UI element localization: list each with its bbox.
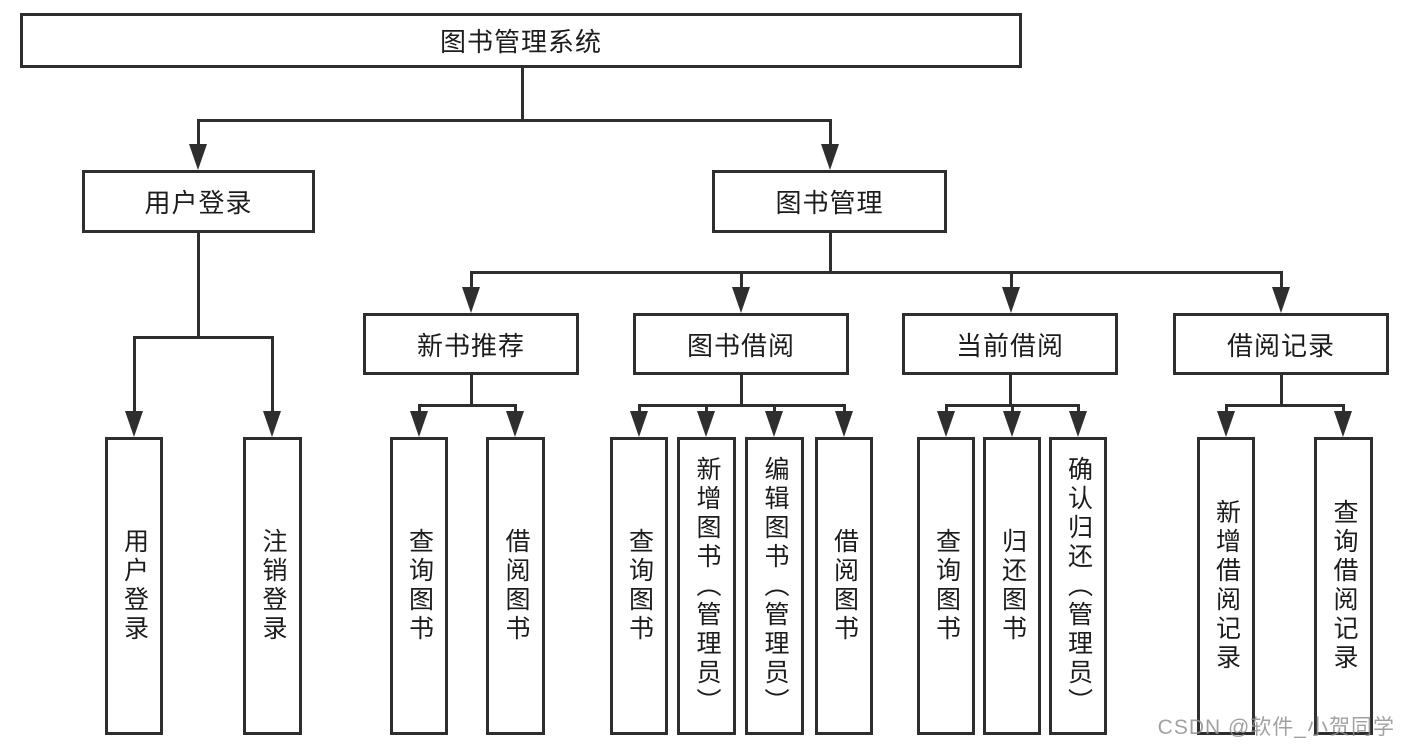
arrowhead-down-icon (462, 287, 480, 313)
leaf-return-book: 归还图书 (983, 437, 1041, 735)
leaf-label: 用户登录 (120, 528, 149, 644)
connector-trunk-line (1280, 375, 1283, 407)
connector-bus-line (418, 404, 517, 407)
leaf-add-borrow-record: 新增借阅记录 (1197, 437, 1255, 735)
node-label: 图书管理 (775, 188, 884, 218)
leaf-query-book: 查询图书 (390, 437, 448, 735)
leaf-add-book-admin: 新增图书（管理员） (677, 437, 736, 735)
connector-stem-line (197, 120, 200, 150)
connector-stem-line (1280, 272, 1283, 293)
node-new-book-recommend: 新书推荐 (363, 313, 579, 375)
leaf-confirm-return-admin: 确认归还（管理员） (1049, 437, 1107, 735)
arrowhead-down-icon (630, 411, 648, 437)
node-root-system: 图书管理系统 (20, 13, 1022, 68)
node-book-manage: 图书管理 (712, 170, 947, 233)
leaf-label: 新增借阅记录 (1212, 499, 1241, 673)
arrowhead-down-icon (765, 411, 783, 437)
node-label: 新书推荐 (416, 330, 525, 361)
connector-bus-line (133, 336, 274, 339)
arrowhead-down-icon (1334, 411, 1352, 437)
connector-trunk-line (829, 233, 832, 274)
leaf-logout: 注销登录 (243, 437, 302, 735)
leaf-query-book: 查询图书 (917, 437, 975, 735)
leaf-label: 编辑图书（管理员） (761, 455, 789, 717)
node-label: 用户登录 (144, 188, 253, 218)
leaf-query-borrow-record: 查询借阅记录 (1314, 437, 1373, 735)
connector-bus-line (197, 119, 832, 122)
leaf-label: 借阅图书 (502, 528, 530, 644)
leaf-label: 查询借阅记录 (1330, 499, 1358, 673)
leaf-label: 确认归还（管理员） (1064, 455, 1093, 717)
leaf-label: 查询图书 (932, 528, 961, 644)
node-user-login: 用户登录 (82, 170, 315, 233)
connector-stem-line (829, 120, 832, 150)
arrowhead-down-icon (125, 411, 143, 437)
connector-stem-line (740, 272, 743, 293)
connector-stem-line (133, 337, 136, 417)
node-book-borrow: 图书借阅 (633, 313, 849, 375)
watermark: CSDN @软件_小贺同学 (1157, 716, 1395, 739)
arrowhead-down-icon (1217, 411, 1235, 437)
leaf-edit-book-admin: 编辑图书（管理员） (745, 437, 804, 735)
leaf-query-book: 查询图书 (610, 437, 668, 735)
connector-trunk-line (470, 375, 473, 407)
arrowhead-down-icon (937, 411, 955, 437)
leaf-label: 新增图书（管理员） (693, 455, 721, 717)
leaf-user-login: 用户登录 (105, 437, 163, 735)
arrowhead-down-icon (697, 411, 715, 437)
leaf-borrow-book: 借阅图书 (815, 437, 873, 735)
node-label: 当前借阅 (955, 330, 1064, 361)
node-borrow-record: 借阅记录 (1173, 313, 1389, 375)
connector-trunk-line (1009, 375, 1012, 407)
arrowhead-down-icon (263, 411, 281, 437)
node-label: 借阅记录 (1226, 330, 1335, 361)
connector-trunk-line (521, 68, 524, 122)
connector-stem-line (271, 337, 274, 417)
node-label: 图书管理系统 (439, 27, 602, 57)
leaf-label: 查询图书 (405, 528, 434, 644)
node-current-borrow: 当前借阅 (902, 313, 1118, 375)
arrowhead-down-icon (732, 287, 750, 313)
leaf-label: 借阅图书 (830, 528, 859, 644)
leaf-label: 查询图书 (625, 528, 654, 644)
arrowhead-down-icon (1272, 287, 1290, 313)
arrowhead-down-icon (189, 144, 207, 170)
arrowhead-down-icon (821, 144, 839, 170)
connector-bus-line (638, 404, 846, 407)
node-label: 图书借阅 (686, 330, 795, 361)
connector-bus-line (470, 271, 1283, 274)
arrowhead-down-icon (1003, 411, 1021, 437)
leaf-borrow-book: 借阅图书 (486, 437, 545, 735)
arrowhead-down-icon (410, 411, 428, 437)
leaf-label: 归还图书 (998, 528, 1027, 644)
arrowhead-down-icon (1069, 411, 1087, 437)
connector-trunk-line (740, 375, 743, 407)
leaf-label: 注销登录 (259, 528, 287, 644)
connector-stem-line (470, 272, 473, 293)
arrowhead-down-icon (506, 411, 524, 437)
arrowhead-down-icon (1002, 287, 1020, 313)
arrowhead-down-icon (835, 411, 853, 437)
connector-trunk-line (197, 233, 200, 339)
connector-bus-line (1225, 404, 1345, 407)
connector-stem-line (1010, 272, 1013, 293)
